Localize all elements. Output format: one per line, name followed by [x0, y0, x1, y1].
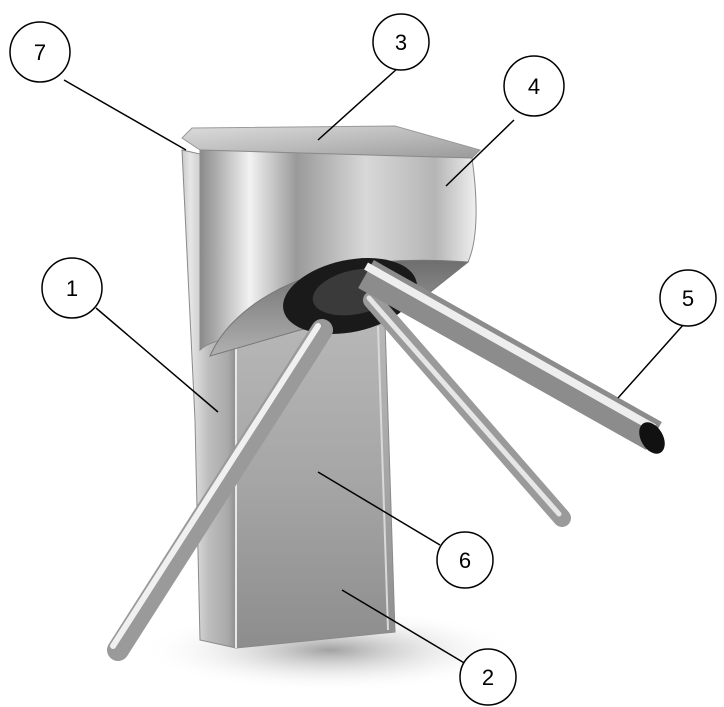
callout-5-label: 5	[682, 286, 694, 311]
leader-line-6	[317, 471, 441, 546]
leader-line-3	[317, 67, 399, 141]
leader-line-4	[445, 119, 515, 187]
callout-3-label: 3	[395, 30, 407, 55]
leader-line-1	[95, 307, 219, 413]
front-body-panel	[235, 321, 396, 649]
callout-7: 7	[9, 21, 71, 83]
leader-lines	[63, 67, 685, 665]
callout-1-label: 1	[66, 276, 78, 301]
body-seam	[377, 325, 389, 631]
callout-4-label: 4	[528, 74, 540, 99]
barrier-arm-right	[358, 260, 662, 450]
callout-2: 2	[459, 648, 517, 706]
callout-7-label: 7	[34, 40, 46, 65]
callout-3: 3	[372, 13, 430, 71]
callout-2-label: 2	[482, 665, 494, 690]
barrier-arm-front	[107, 319, 333, 661]
leader-line-2	[341, 589, 467, 665]
callout-1: 1	[41, 257, 103, 319]
callout-5: 5	[659, 269, 717, 327]
callout-6-label: 6	[459, 548, 471, 573]
leader-line-5	[617, 323, 685, 399]
callout-6: 6	[436, 531, 494, 589]
callout-4: 4	[503, 55, 565, 117]
leader-line-7	[63, 79, 187, 151]
arm-end-cap	[639, 422, 665, 454]
